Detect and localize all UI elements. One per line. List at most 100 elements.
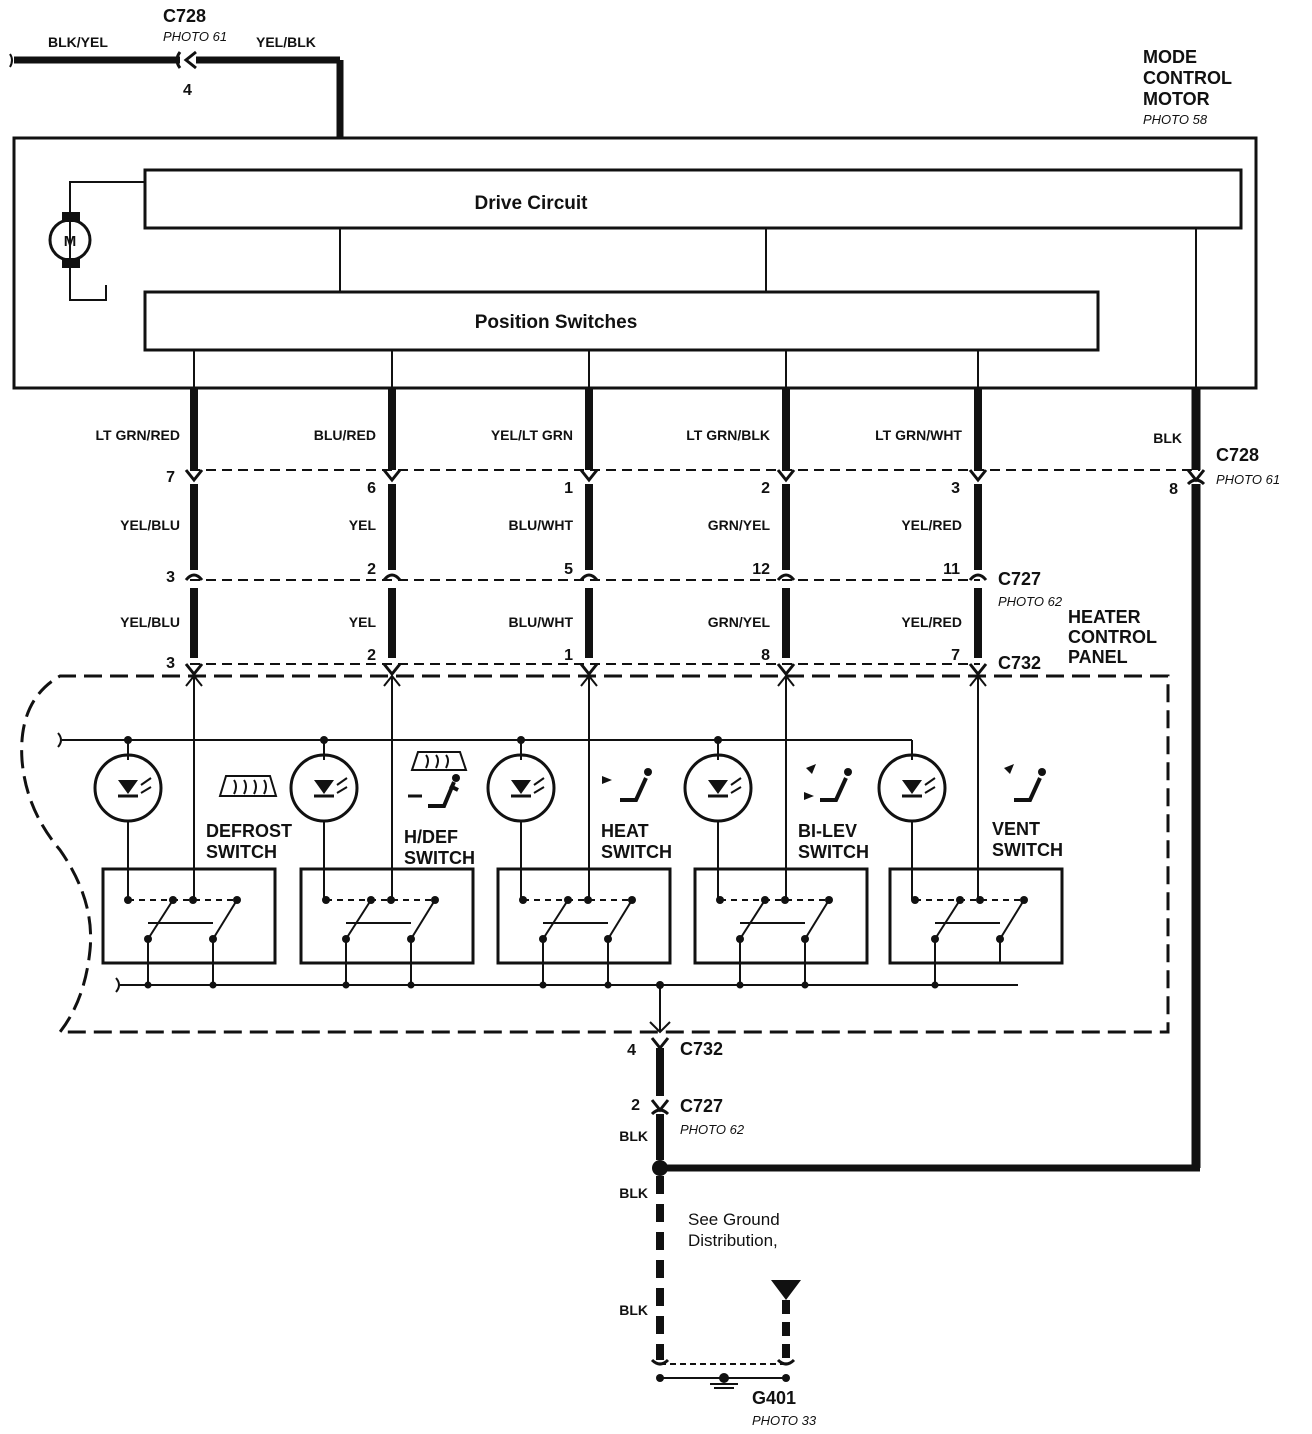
column2-pin-c727: 2	[367, 561, 376, 578]
column-wire	[382, 350, 402, 677]
hdef-switch-label-line2: SWITCH	[404, 848, 475, 868]
column5-wire-mid: YEL/RED	[901, 517, 962, 533]
column1-wire-top: LT GRN/RED	[95, 427, 180, 443]
panel-title-line3: PANEL	[1068, 647, 1128, 667]
vent-mode-icon	[1004, 764, 1046, 802]
c732-name: C732	[998, 653, 1041, 673]
mode-control-motor-box	[12, 136, 1258, 390]
column-wire	[776, 350, 796, 677]
column2-pin-c728: 6	[367, 480, 376, 497]
top-wire-left-label: BLK/YEL	[48, 34, 108, 50]
heat-switch	[496, 867, 672, 965]
column3-pin-c732: 1	[564, 647, 573, 664]
position-switches-label: Position Switches	[475, 312, 638, 333]
drive-circuit-box	[143, 168, 1243, 230]
column3-wire-top: YEL/LT GRN	[491, 427, 573, 443]
heat-switch-label-line2: SWITCH	[601, 842, 672, 862]
ground-c727-photo: PHOTO 62	[680, 1122, 745, 1137]
column3-wire-low: BLU/WHT	[508, 614, 573, 630]
column2-wire-top: BLU/RED	[314, 427, 376, 443]
hdef-switch-label-line1: H/DEF	[404, 827, 458, 847]
c728-right-name: C728	[1216, 445, 1259, 465]
column1-pin-c727: 3	[166, 569, 175, 586]
defrost-icon	[218, 775, 278, 797]
column4-pin-c728: 2	[761, 480, 770, 497]
c727-photo: PHOTO 62	[998, 594, 1063, 609]
column4-pin-c727: 12	[752, 561, 770, 578]
ground-note-line2: Distribution,	[688, 1231, 778, 1250]
heater-control-panel-outline	[20, 674, 1170, 1034]
top-connector-name: C728	[163, 6, 206, 26]
column1-wire-mid: YEL/BLU	[120, 517, 180, 533]
ground-pin-c727: 2	[631, 1097, 640, 1114]
vent-switch-label-line2: SWITCH	[992, 840, 1063, 860]
heat-mode-icon	[602, 768, 652, 802]
indicator-lamp-icon	[93, 753, 163, 823]
column2-pin-c732: 2	[367, 647, 376, 664]
blk-pin-c728: 8	[1169, 481, 1178, 498]
bilev-switch	[693, 867, 869, 965]
column4-wire-mid: GRN/YEL	[708, 517, 771, 533]
column5-wire-top: LT GRN/WHT	[875, 427, 962, 443]
ground-photo: PHOTO 33	[752, 1413, 817, 1428]
column3-wire-mid: BLU/WHT	[508, 517, 573, 533]
blk-ground-wire	[660, 388, 1206, 1172]
top-wire	[9, 50, 344, 138]
c727-name: C727	[998, 569, 1041, 589]
top-connector-pin: 4	[183, 82, 192, 99]
panel-title-line1: HEATER	[1068, 607, 1141, 627]
top-connector-photo: PHOTO 61	[163, 29, 227, 44]
ground-wire-label-2: BLK	[619, 1185, 648, 1201]
bilev-switch-label-line2: SWITCH	[798, 842, 869, 862]
column2-wire-low: YEL	[349, 614, 377, 630]
column-wire	[968, 350, 988, 677]
column4-wire-low: GRN/YEL	[708, 614, 771, 630]
column5-pin-c728: 3	[951, 480, 960, 497]
hdef-switch	[299, 867, 475, 965]
ground-wire-label-3: BLK	[619, 1302, 648, 1318]
defrost-switch-label-line2: SWITCH	[206, 842, 277, 862]
vent-switch-label-line1: VENT	[992, 819, 1040, 839]
c728-right-photo: PHOTO 61	[1216, 472, 1280, 487]
motor-photo: PHOTO 58	[1143, 112, 1208, 127]
switch-ground-links	[144, 939, 1001, 989]
ground-c727-name: C727	[680, 1096, 723, 1116]
column-wire	[184, 350, 204, 677]
ground-symbol-icon	[710, 1373, 738, 1389]
motor-title-line2: CONTROL	[1143, 68, 1232, 88]
top-wire-right-label: YEL/BLK	[256, 34, 316, 50]
motor-icon: M	[48, 181, 145, 301]
heat-switch-label-line1: HEAT	[601, 821, 649, 841]
column-wire	[579, 350, 599, 677]
panel-title-line2: CONTROL	[1068, 627, 1157, 647]
ground-wire-label-1: BLK	[619, 1128, 648, 1144]
ground-note-line1: See Ground	[688, 1210, 780, 1229]
column3-pin-c727: 5	[564, 561, 573, 578]
ground-name: G401	[752, 1388, 796, 1408]
heat-defrost-icon	[408, 751, 468, 808]
vent-switch	[888, 867, 1064, 965]
indicator-lamp-icon	[877, 753, 947, 823]
ground-c732-name: C732	[680, 1039, 723, 1059]
column2-wire-mid: YEL	[349, 517, 377, 533]
motor-title-line1: MODE	[1143, 47, 1197, 67]
motor-title-line3: MOTOR	[1143, 89, 1210, 109]
ground-pin-c732: 4	[627, 1042, 636, 1059]
indicator-lamp-icon	[683, 753, 753, 823]
column4-wire-top: LT GRN/BLK	[686, 427, 770, 443]
column5-wire-low: YEL/RED	[901, 614, 962, 630]
column1-pin-c728: 7	[166, 469, 175, 486]
defrost-switch-label-line1: DEFROST	[206, 821, 292, 841]
column4-pin-c732: 8	[761, 647, 770, 664]
panel-wiring	[57, 674, 1018, 1034]
column1-wire-low: YEL/BLU	[120, 614, 180, 630]
column5-pin-c727: 11	[943, 561, 960, 578]
bilevel-mode-icon	[804, 764, 852, 802]
motor-symbol: M	[64, 233, 77, 250]
position-switches-box	[143, 290, 1100, 352]
indicator-lamp-icon	[289, 753, 359, 823]
blk-wire-label: BLK	[1153, 430, 1182, 446]
ground-wire	[650, 1037, 801, 1382]
bilev-switch-label-line1: BI-LEV	[798, 821, 857, 841]
